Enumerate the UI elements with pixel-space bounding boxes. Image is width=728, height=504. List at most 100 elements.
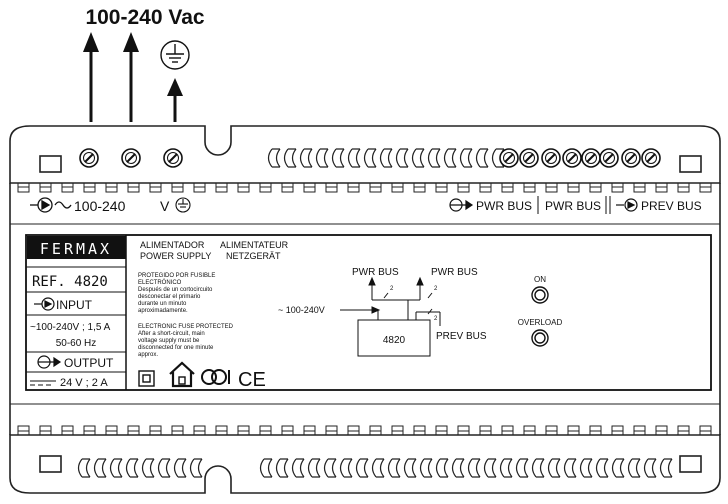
title-en: POWER SUPPLY <box>140 251 211 261</box>
vent-tab <box>523 183 536 193</box>
vent-tab <box>259 425 272 435</box>
terminal-coil <box>363 148 377 168</box>
terminal-coil <box>141 458 155 478</box>
terminal-coil <box>459 148 473 168</box>
wire-count-3: 2 <box>434 316 438 322</box>
terminal-coil <box>173 458 187 478</box>
terminal-coil <box>499 458 513 478</box>
pwr-bus-label-1: PWR BUS <box>476 199 532 213</box>
terminal-coil <box>379 148 393 168</box>
vent-tab <box>501 183 514 193</box>
terminal-coil <box>483 458 497 478</box>
vent-tab <box>281 183 294 193</box>
terminal-coil <box>531 458 545 478</box>
terminal-coil <box>189 458 203 478</box>
overload-label: OVERLOAD <box>518 318 563 327</box>
vent-tab <box>567 425 580 435</box>
schematic-model: 4820 <box>383 335 406 346</box>
title-es: ALIMENTADOR <box>140 240 205 250</box>
indoor-use-icon <box>169 361 195 388</box>
fuse-info-es: PROTEGIDO POR FUSIBLE ELECTRÓNICO Despué… <box>138 273 215 314</box>
terminal-coil <box>267 148 281 168</box>
wire-count-2: 2 <box>434 286 438 292</box>
terminal-coil <box>93 458 107 478</box>
terminal-coil <box>627 458 641 478</box>
vent-tab <box>215 425 228 435</box>
input-rating: ~100-240V ; 1,5 A <box>30 322 111 333</box>
svg-text:approx.: approx. <box>138 352 158 358</box>
terminal-coil <box>355 458 369 478</box>
terminal-coil <box>451 458 465 478</box>
vent-tab <box>655 425 668 435</box>
input-symbol-icon <box>30 197 72 213</box>
screw-inner <box>603 152 615 164</box>
vent-tab <box>127 183 140 193</box>
screw-slot <box>567 153 577 163</box>
transformer-icon <box>201 369 230 385</box>
vent-tab <box>413 183 426 193</box>
screw-slot <box>504 153 514 163</box>
schematic-pwr-bus-left: PWR BUS <box>352 267 399 278</box>
ref-number: REF. 4820 <box>32 274 108 290</box>
screw-inner <box>566 152 578 164</box>
title-fr: ALIMENTATEUR <box>220 240 289 250</box>
terminal-coil <box>435 458 449 478</box>
terminal-coil <box>157 458 171 478</box>
voltage-label: 100-240 Vac <box>85 6 204 29</box>
vent-tab <box>479 425 492 435</box>
vent-tab <box>303 425 316 435</box>
vent-tab <box>127 425 140 435</box>
screw-inner <box>503 152 515 164</box>
title-de: NETZGERÄT <box>226 251 281 261</box>
svg-text:ELECTRONIC FUSE PROTECTED: ELECTRONIC FUSE PROTECTED <box>138 324 234 330</box>
vent-tab <box>171 183 184 193</box>
vent-tab <box>237 183 250 193</box>
screw-slot <box>604 153 614 163</box>
terminal-coil <box>347 148 361 168</box>
terminal-coil <box>339 458 353 478</box>
vent-tab <box>369 183 382 193</box>
screw-inner <box>125 152 137 164</box>
terminal-coil <box>579 458 593 478</box>
vent-tab <box>149 183 162 193</box>
terminal-labels: 100-240 V PWR BUS PWR BUS PREV BUS <box>30 196 702 214</box>
input-arrows <box>83 32 183 122</box>
vent-tab <box>325 183 338 193</box>
terminal-coil <box>125 458 139 478</box>
vent-tab <box>193 425 206 435</box>
double-insulation-icon <box>138 370 155 387</box>
screw-slot <box>524 153 534 163</box>
vent-tab <box>457 183 470 193</box>
svg-text:ELECTRÓNICO: ELECTRÓNICO <box>138 279 182 286</box>
vent-tab <box>677 425 690 435</box>
terminal-coil <box>395 148 409 168</box>
vent-tab <box>479 183 492 193</box>
terminal-coil <box>291 458 305 478</box>
output-label: OUTPUT <box>64 356 114 370</box>
input-icon <box>34 297 55 311</box>
terminal-coil <box>331 148 345 168</box>
svg-text:desconectar el primario: desconectar el primario <box>138 294 201 300</box>
vent-tab <box>391 425 404 435</box>
screw-inner <box>645 152 657 164</box>
terminal-coil <box>403 458 417 478</box>
screw-slot <box>546 153 556 163</box>
vent-tab <box>347 425 360 435</box>
terminal-coil <box>259 458 273 478</box>
vent-tab <box>589 425 602 435</box>
terminal-coil <box>563 458 577 478</box>
terminal-coil <box>515 458 529 478</box>
svg-text:PROTEGIDO POR FUSIBLE: PROTEGIDO POR FUSIBLE <box>138 273 215 279</box>
vent-tab <box>303 183 316 193</box>
terminal-coil <box>77 458 91 478</box>
output-arrow-icon <box>449 198 474 212</box>
terminal-coil <box>371 458 385 478</box>
vent-tab <box>17 183 30 193</box>
wire-count-1: 2 <box>390 286 394 292</box>
output-rating: 24 V ; 2 A <box>60 377 108 389</box>
prev-bus-label: PREV BUS <box>641 199 702 213</box>
vent-tab <box>391 183 404 193</box>
vent-tab <box>39 425 52 435</box>
schematic-prev-bus: PREV BUS <box>436 331 487 342</box>
